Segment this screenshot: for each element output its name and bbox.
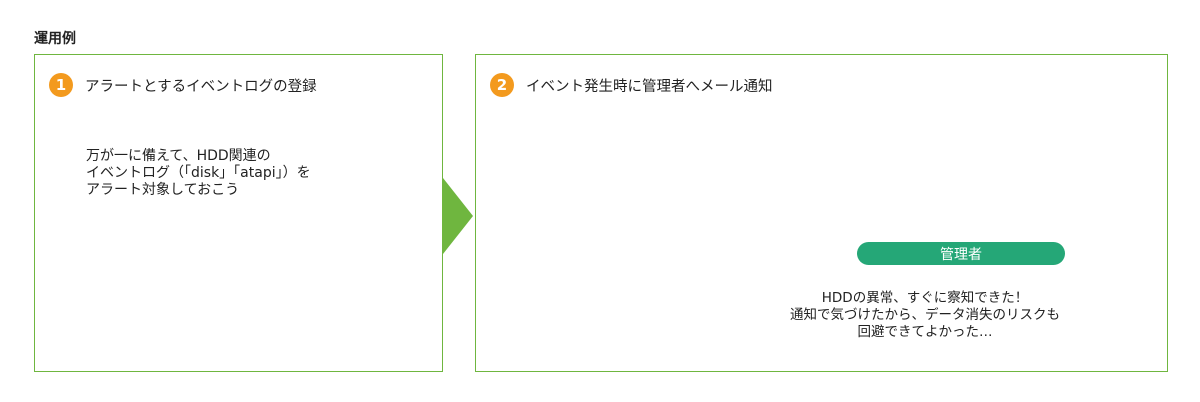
step2-header: 2 イベント発生時に管理者へメール通知 — [490, 73, 773, 97]
employee-speech-line: イベントログ（「disk」「atapi」）を — [86, 165, 311, 181]
employee-speech-line: 万が一に備えて、HDD関連の — [86, 148, 271, 164]
step1-title: アラートとするイベントログの登録 — [85, 78, 317, 95]
administrator-speech-line: 通知で気づけたから、データ消失のリスクも — [790, 307, 1060, 323]
step1-number-badge: 1 — [49, 73, 73, 97]
administrator-speech-line: HDDの異常、すぐに察知できた！ — [821, 290, 1029, 306]
employee-speech-text: 万が一に備えて、HDD関連の イベントログ（「disk」「atapi」）を アラ… — [86, 148, 311, 199]
administrator-speech-line: 回避できてよかった… — [857, 324, 993, 340]
page-title: 運用例 — [34, 31, 76, 47]
step2-panel: 2 イベント発生時に管理者へメール通知 — [475, 54, 1168, 372]
step2-title: イベント発生時に管理者へメール通知 — [526, 78, 773, 95]
step1-header: 1 アラートとするイベントログの登録 — [49, 73, 317, 97]
administrator-speech-text: HDDの異常、すぐに察知できた！ 通知で気づけたから、データ消失のリスクも 回避… — [740, 290, 1110, 341]
administrator-label: 管理者 — [857, 242, 1065, 265]
step2-number-badge: 2 — [490, 73, 514, 97]
employee-speech-line: アラート対象しておこう — [86, 182, 240, 198]
flow-arrow-icon — [443, 178, 473, 254]
step1-panel: 1 アラートとするイベントログの登録 — [34, 54, 443, 372]
